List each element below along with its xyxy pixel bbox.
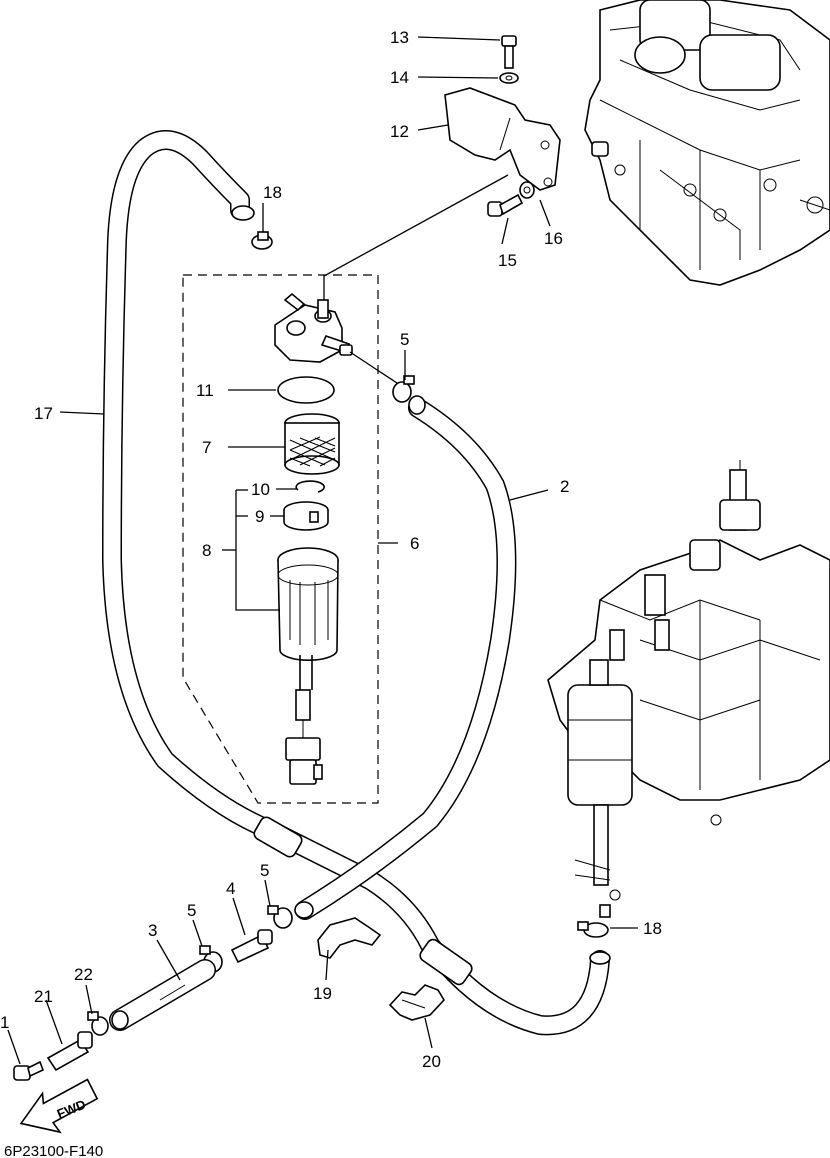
callout-18-bottom: 18 [643, 919, 662, 938]
bolt-15 [487, 193, 524, 217]
vapor-separator-assembly [547, 460, 830, 918]
joint-21 [46, 1031, 93, 1072]
clip-5-upper [392, 375, 415, 403]
clamp-19 [317, 917, 382, 959]
callout-13: 13 [390, 28, 409, 47]
drawing-code: 6P23100-F140 [4, 1143, 103, 1158]
retaining-ring [295, 480, 325, 493]
clip-18-top [251, 231, 273, 250]
hose-17 [102, 130, 610, 1036]
clip-18-bottom [577, 921, 609, 938]
callout-2: 2 [560, 477, 569, 496]
leader-head-to-bracket [323, 174, 509, 300]
clip-22 [87, 1011, 109, 1036]
callout-9: 9 [255, 507, 264, 526]
bolt-13 [501, 35, 517, 69]
callout-16: 16 [544, 229, 563, 248]
leader-lines [7, 36, 638, 1065]
callout-12: 12 [390, 122, 409, 141]
washer-14 [499, 72, 519, 84]
filter-assembly-boundary [182, 274, 379, 804]
filter-element [284, 413, 340, 475]
callout-5-mid: 5 [260, 861, 269, 880]
callout-7: 7 [202, 438, 211, 457]
callout-3: 3 [148, 921, 157, 940]
callout-6: 6 [410, 534, 419, 553]
o-ring [277, 376, 335, 404]
callout-8: 8 [202, 541, 211, 560]
callout-15: 15 [498, 251, 517, 270]
callout-18-top: 18 [263, 183, 282, 202]
filter-head [274, 292, 353, 363]
clip-5-lower-a [267, 905, 293, 929]
callouts: 13 14 12 18 16 15 5 11 17 7 2 10 9 8 6 5… [0, 28, 662, 1071]
callout-20: 20 [422, 1052, 441, 1071]
callout-5-upper: 5 [400, 330, 409, 349]
joint-4 [230, 929, 273, 964]
callout-21: 21 [34, 987, 53, 1006]
bracket [444, 87, 561, 191]
clamp-20 [388, 984, 445, 1021]
callout-19: 19 [313, 984, 332, 1003]
callout-22: 22 [74, 965, 93, 984]
callout-4: 4 [226, 879, 235, 898]
screw-1 [13, 1060, 45, 1081]
callout-1: 1 [0, 1013, 9, 1032]
washer-16 [519, 181, 535, 199]
callout-11: 11 [196, 381, 214, 400]
callout-17: 17 [34, 404, 53, 423]
hose-3 [109, 959, 216, 1031]
fwd-arrow: FWD [19, 1078, 99, 1134]
callout-5-low: 5 [187, 901, 196, 920]
engine-block-upper [584, 0, 830, 286]
filter-cup [277, 547, 339, 785]
callout-14: 14 [390, 68, 409, 87]
float [283, 501, 329, 531]
callout-10: 10 [251, 480, 270, 499]
